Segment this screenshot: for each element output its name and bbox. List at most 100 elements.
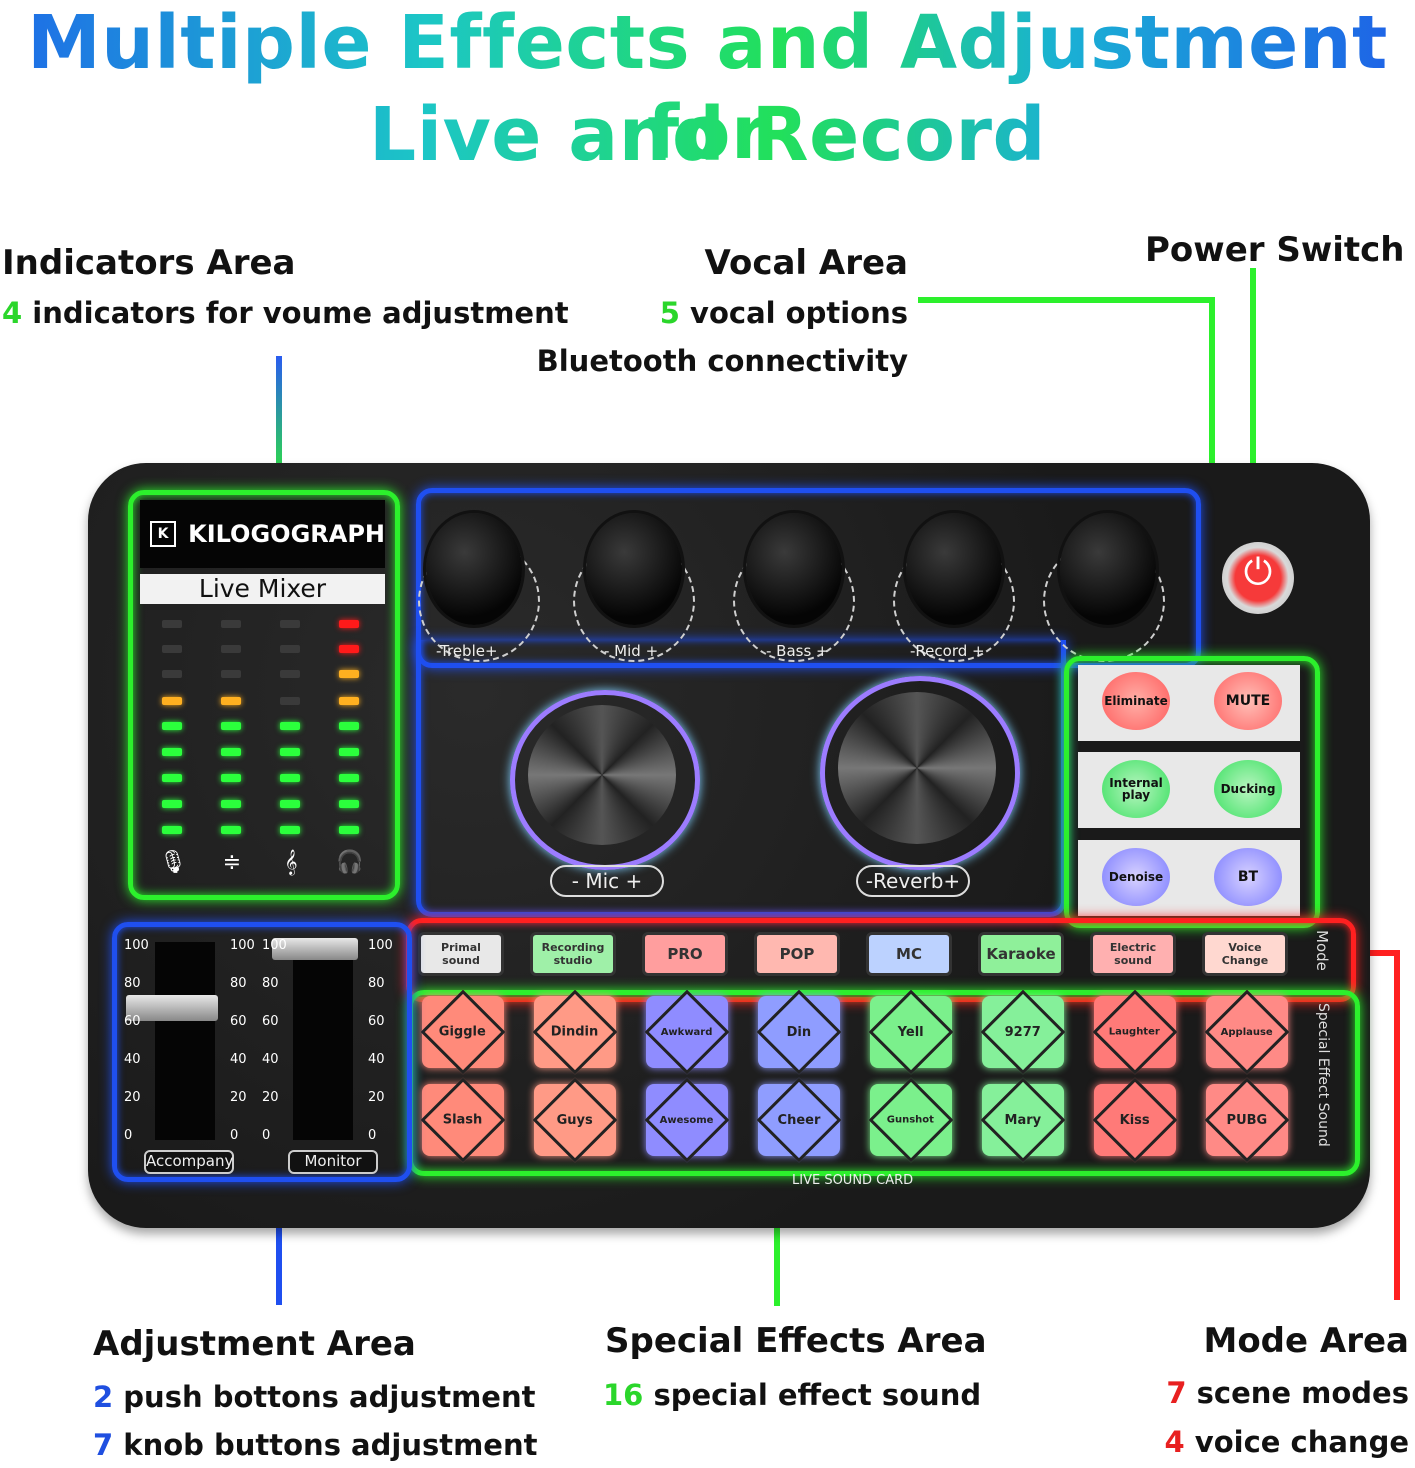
scale-tick-label: 40 bbox=[124, 1052, 141, 1067]
effect-pad-diamond: Giggle bbox=[420, 989, 506, 1075]
scale-tick-label: 100 bbox=[262, 938, 287, 953]
effect-pad-label: Applause bbox=[1220, 1026, 1274, 1038]
mode-count-2: 4 bbox=[1164, 1425, 1185, 1459]
mode-button[interactable]: Electric sound bbox=[1090, 932, 1176, 976]
led-segment bbox=[339, 774, 359, 782]
mute-button[interactable]: MUTE bbox=[1214, 672, 1282, 730]
effect-pad-diamond: Din bbox=[756, 989, 842, 1075]
led-segment bbox=[280, 748, 300, 756]
effect-pad-diamond: Mary bbox=[980, 1077, 1066, 1163]
effect-pad[interactable]: Kiss bbox=[1092, 1077, 1178, 1163]
treble-label: -Treble+ bbox=[436, 642, 498, 660]
led-segment bbox=[339, 826, 359, 834]
scale-tick-label: 80 bbox=[230, 976, 247, 991]
effect-pad[interactable]: Awesome bbox=[644, 1077, 730, 1163]
effect-pad[interactable]: Laughter bbox=[1092, 989, 1178, 1075]
mode-button[interactable]: PRO bbox=[642, 932, 728, 976]
reverb-knob[interactable] bbox=[838, 692, 996, 844]
effect-pad[interactable]: Yell bbox=[868, 989, 954, 1075]
record-knob[interactable] bbox=[906, 513, 1002, 625]
power-heading: Power Switch bbox=[1145, 230, 1405, 270]
adjustment-text-2: knob buttons adjustment bbox=[113, 1428, 538, 1462]
mode-count-1: 7 bbox=[1166, 1376, 1187, 1410]
effects-sub: 16 special effect sound bbox=[603, 1378, 981, 1412]
led-segment bbox=[221, 826, 241, 834]
indicators-text: indicators for voume adjustment bbox=[22, 296, 569, 330]
mid-knob[interactable] bbox=[586, 513, 682, 625]
ducking-button[interactable]: Ducking bbox=[1214, 760, 1282, 818]
effect-pad[interactable]: Din bbox=[756, 989, 842, 1075]
effect-pad[interactable]: Slash bbox=[420, 1077, 506, 1163]
mode-callout-line-v bbox=[1394, 950, 1400, 1300]
led-segment bbox=[162, 826, 182, 834]
mode-button[interactable]: POP bbox=[754, 932, 840, 976]
indicators-count: 4 bbox=[2, 296, 23, 330]
effect-pad-diamond: Dindin bbox=[532, 989, 618, 1075]
mode-button[interactable]: Primal sound bbox=[418, 932, 504, 976]
effect-pad[interactable]: Dindin bbox=[532, 989, 618, 1075]
led-segment bbox=[339, 748, 359, 756]
mode-button[interactable]: Voice Change bbox=[1202, 932, 1288, 976]
reverb-label: -Reverb+ bbox=[856, 865, 970, 897]
scale-tick-label: 20 bbox=[368, 1090, 385, 1105]
effect-pad-label: Dindin bbox=[551, 1024, 599, 1040]
mode-button[interactable]: Karaoke bbox=[978, 932, 1064, 976]
power-button[interactable]: ⏻ bbox=[1222, 542, 1294, 614]
led-segment bbox=[280, 722, 300, 730]
adjustment-sub-2: 7 knob buttons adjustment bbox=[93, 1428, 537, 1462]
effect-pad-diamond: Slash bbox=[420, 1077, 506, 1163]
scale-tick-label: 20 bbox=[230, 1090, 247, 1105]
effect-pad[interactable]: PUBG bbox=[1204, 1077, 1290, 1163]
adjustment-callout-line bbox=[276, 1175, 282, 1305]
effect-pad[interactable]: Cheer bbox=[756, 1077, 842, 1163]
effect-pad[interactable]: Applause bbox=[1204, 989, 1290, 1075]
effect-pad[interactable]: Gunshot bbox=[868, 1077, 954, 1163]
scale-tick-label: 20 bbox=[124, 1090, 141, 1105]
internal-play-button[interactable]: Internal play bbox=[1102, 760, 1170, 818]
effect-pad-diamond: Laughter bbox=[1092, 989, 1178, 1075]
effect-pad[interactable]: Guys bbox=[532, 1077, 618, 1163]
effect-pad-label: Kiss bbox=[1119, 1112, 1151, 1128]
effect-pad-diamond: 9277 bbox=[980, 989, 1066, 1075]
mode-text-2: voice change bbox=[1184, 1425, 1409, 1459]
led-segment bbox=[339, 620, 359, 628]
denoise-button[interactable]: Denoise bbox=[1102, 848, 1170, 906]
treble-knob[interactable] bbox=[426, 513, 522, 625]
led-segment bbox=[280, 620, 300, 628]
led-segment bbox=[339, 800, 359, 808]
brand-name: KILOGOGRAPH bbox=[188, 520, 385, 548]
scale-tick-label: 0 bbox=[124, 1128, 133, 1143]
scale-tick-label: 40 bbox=[262, 1052, 279, 1067]
bt-button[interactable]: BT bbox=[1214, 848, 1282, 906]
scale-tick-label: 60 bbox=[124, 1014, 141, 1029]
scale-tick-label: 100 bbox=[124, 938, 149, 953]
led-segment bbox=[280, 826, 300, 834]
fifth-knob[interactable] bbox=[1060, 513, 1156, 625]
bass-knob[interactable] bbox=[746, 513, 842, 625]
effect-pad-diamond: Cheer bbox=[756, 1077, 842, 1163]
led-segment bbox=[221, 620, 241, 628]
scale-tick-label: 0 bbox=[230, 1128, 239, 1143]
indicators-callout-line bbox=[276, 356, 282, 491]
accompany-fader-cap[interactable] bbox=[126, 995, 218, 1021]
effect-pad[interactable]: Awkward bbox=[644, 989, 730, 1075]
mode-sub-2: 4 voice change bbox=[1165, 1425, 1409, 1459]
bass-label: - Bass + bbox=[766, 642, 829, 660]
adjustment-text-1: push bottons adjustment bbox=[113, 1380, 536, 1414]
effect-pad[interactable]: Giggle bbox=[420, 989, 506, 1075]
led-segment bbox=[339, 722, 359, 730]
eliminate-button[interactable]: Eliminate bbox=[1102, 672, 1170, 730]
led-segment bbox=[221, 722, 241, 730]
knob-area-outline-bottom bbox=[416, 640, 1066, 917]
effect-pad-diamond: Guys bbox=[532, 1077, 618, 1163]
led-segment bbox=[162, 748, 182, 756]
effect-pad[interactable]: 9277 bbox=[980, 989, 1066, 1075]
mic-knob[interactable] bbox=[528, 705, 676, 845]
scale-tick-label: 60 bbox=[368, 1014, 385, 1029]
effect-pad-label: Awesome bbox=[660, 1114, 714, 1126]
mode-button[interactable]: MC bbox=[866, 932, 952, 976]
effect-pad-label: Giggle bbox=[439, 1024, 487, 1040]
effect-pad[interactable]: Mary bbox=[980, 1077, 1066, 1163]
mode-button[interactable]: Recording studio bbox=[530, 932, 616, 976]
monitor-fader-cap[interactable] bbox=[272, 938, 358, 960]
